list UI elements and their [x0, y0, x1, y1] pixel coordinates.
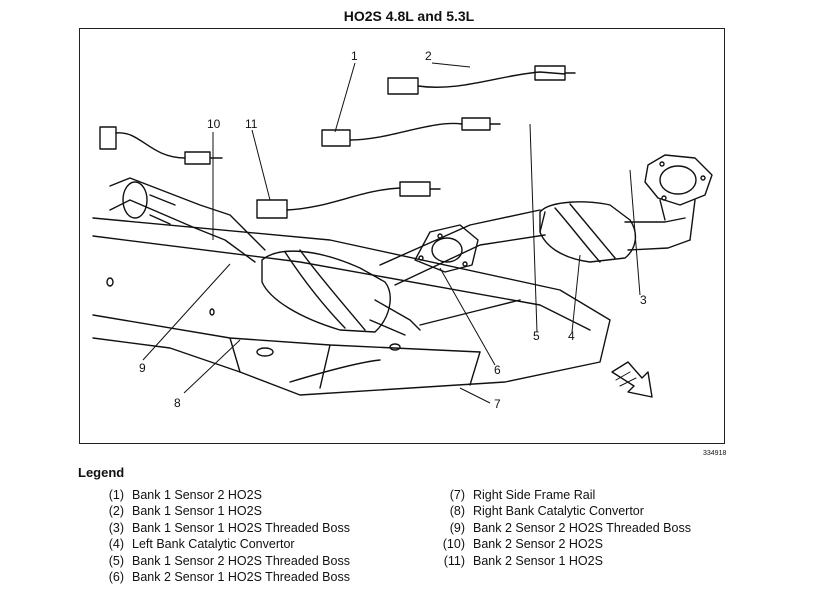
threaded-boss-flange — [414, 224, 479, 273]
upper-right-flange — [644, 154, 713, 241]
legend-item: (1)Bank 1 Sensor 2 HO2S — [108, 488, 262, 502]
legend-item: (3)Bank 1 Sensor 1 HO2S Threaded Boss — [108, 520, 350, 535]
crossover-pipe — [379, 209, 546, 326]
callout-8: 8 — [174, 396, 181, 410]
sensor-1-wire — [321, 117, 501, 147]
right-side-frame-rail — [92, 217, 611, 396]
diagram-title: HO2S 4.8L and 5.3L — [343, 8, 475, 24]
callout-9: 9 — [139, 361, 146, 375]
callout-3: 3 — [640, 293, 647, 307]
legend-right-column: (7)Right Side Frame Rail (8)Right Bank C… — [437, 487, 691, 569]
legend-item: (9)Bank 2 Sensor 2 HO2S Threaded Boss — [449, 520, 691, 535]
callout-10: 10 — [207, 117, 221, 131]
legend-item: (4)Left Bank Catalytic Convertor — [108, 537, 295, 552]
callout-1: 1 — [351, 49, 358, 63]
legend-item: (10)Bank 2 Sensor 2 HO2S — [442, 537, 603, 552]
illustration-frame — [79, 28, 725, 444]
sensor-10-wire — [99, 126, 223, 165]
callout-5: 5 — [533, 329, 540, 343]
callout-2: 2 — [425, 49, 432, 63]
left-bank-catalytic-convertor — [539, 201, 691, 263]
legend-left-column: (1)Bank 1 Sensor 2 HO2S (2)Bank 1 Sensor… — [100, 487, 350, 585]
callout-7: 7 — [494, 397, 501, 411]
figure-id: 334918 — [703, 450, 727, 457]
direction-arrow-icon — [611, 361, 653, 398]
legend-item: (7)Right Side Frame Rail — [449, 488, 596, 502]
legend-heading: Legend — [78, 465, 125, 480]
legend-item: (2)Bank 1 Sensor 1 HO2S — [108, 504, 262, 519]
legend-item: (11)Bank 2 Sensor 1 HO2S — [443, 553, 603, 568]
legend-item: (6)Bank 2 Sensor 1 HO2S Threaded Boss — [108, 570, 350, 585]
left-exhaust-pipe — [109, 177, 266, 263]
right-bank-catalytic-convertor — [261, 249, 421, 336]
sensor-11-wire — [256, 181, 441, 219]
callout-4: 4 — [568, 329, 575, 343]
sensor-2-wire — [387, 65, 576, 95]
callout-11: 11 — [245, 117, 258, 131]
callout-6: 6 — [494, 363, 501, 377]
legend-item: (8)Right Bank Catalytic Convertor — [449, 504, 644, 519]
legend-item: (5)Bank 1 Sensor 2 HO2S Threaded Boss — [108, 553, 350, 568]
